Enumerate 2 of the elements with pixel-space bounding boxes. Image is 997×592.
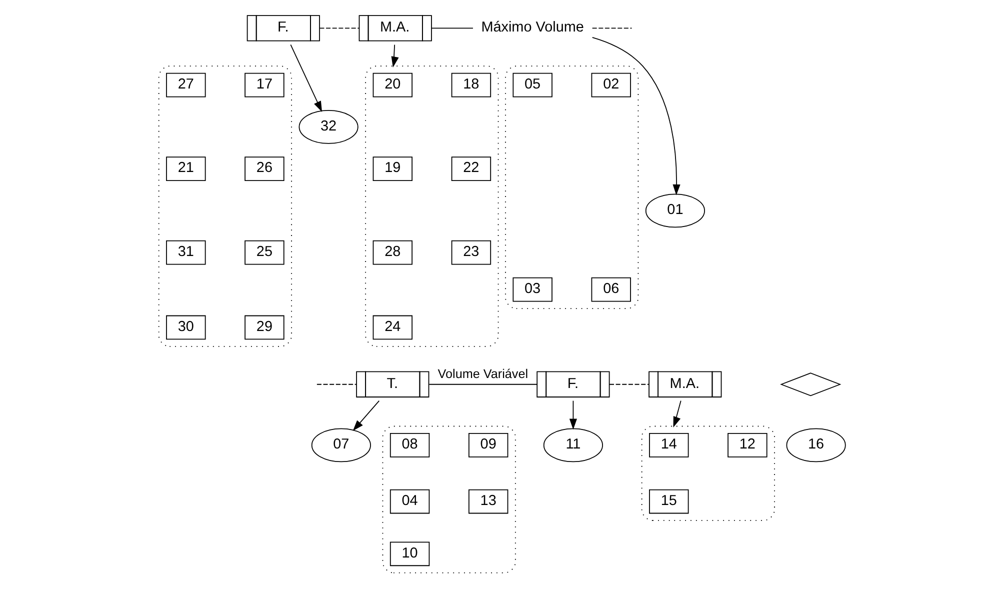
edge-label: Volume Variável <box>438 367 528 382</box>
node-text: Máximo Volume <box>481 20 584 36</box>
